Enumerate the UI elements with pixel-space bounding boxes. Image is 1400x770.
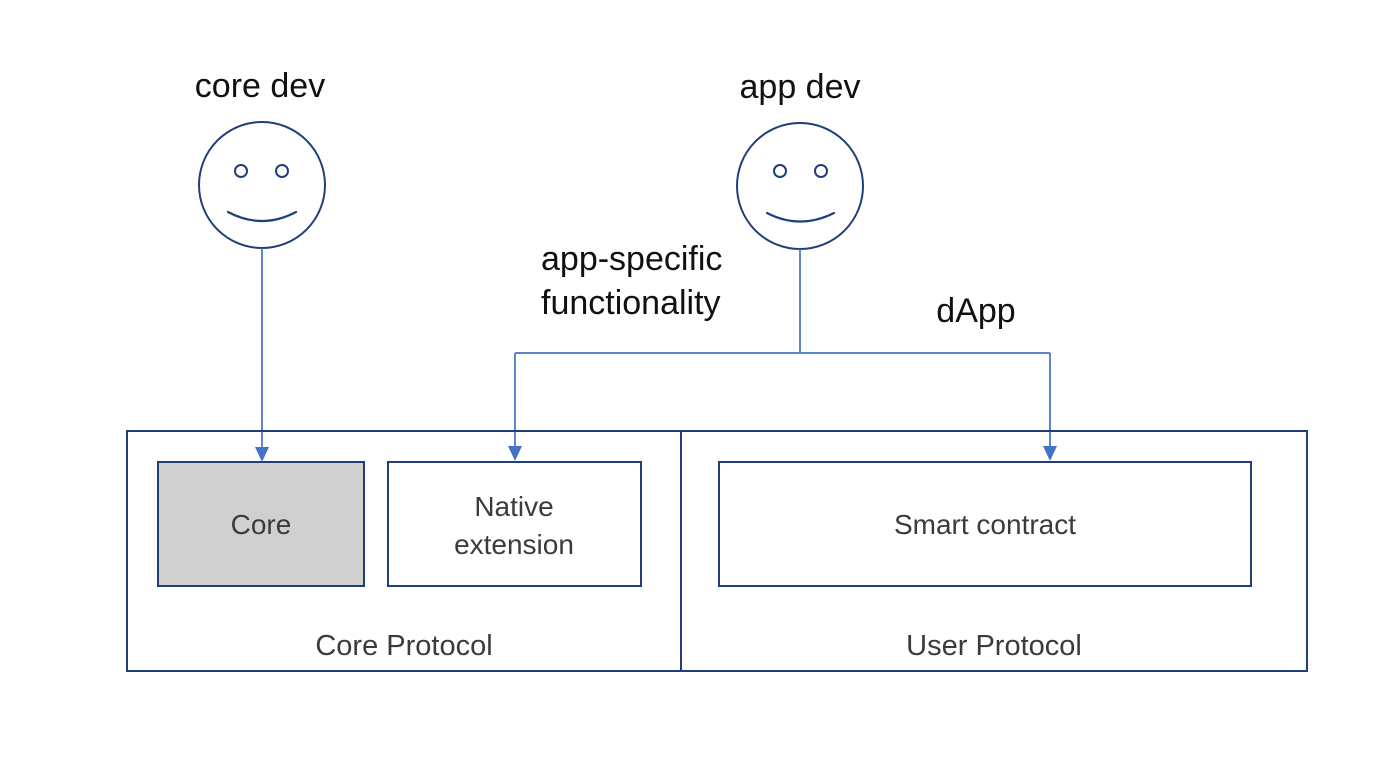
core-box	[157, 461, 365, 587]
core-dev-label: core dev	[195, 67, 325, 105]
left-eye	[234, 164, 248, 178]
face-outline	[198, 121, 326, 249]
face-outline	[736, 122, 864, 250]
app-specific-label-line2: functionality	[541, 284, 721, 322]
right-eye	[275, 164, 289, 178]
mouth	[226, 210, 298, 222]
left-eye	[773, 164, 787, 178]
smart-contract-box	[718, 461, 1252, 587]
core-arrowhead	[255, 447, 269, 462]
app-dev-smiley-face-icon	[736, 122, 864, 250]
mouth	[765, 211, 836, 223]
native-extension-label-line2: extension	[454, 529, 574, 560]
native-extension-box	[387, 461, 642, 587]
smart-contract-arrowhead	[1043, 446, 1057, 461]
smart-contract-label: Smart contract	[894, 509, 1076, 540]
user-protocol-container	[680, 430, 1308, 672]
native-extension-arrowhead	[508, 446, 522, 461]
core-dev-smiley-face-icon	[198, 121, 326, 249]
native-extension-label-line1: Native	[474, 491, 553, 522]
core-protocol-label: Core Protocol	[315, 630, 492, 662]
core-box-label: Core	[231, 509, 292, 540]
app-dev-label: app dev	[740, 68, 861, 106]
app-specific-label-line1: app-specific	[541, 240, 722, 278]
user-protocol-label: User Protocol	[906, 630, 1082, 662]
dapp-label: dApp	[936, 292, 1015, 330]
right-eye	[814, 164, 828, 178]
